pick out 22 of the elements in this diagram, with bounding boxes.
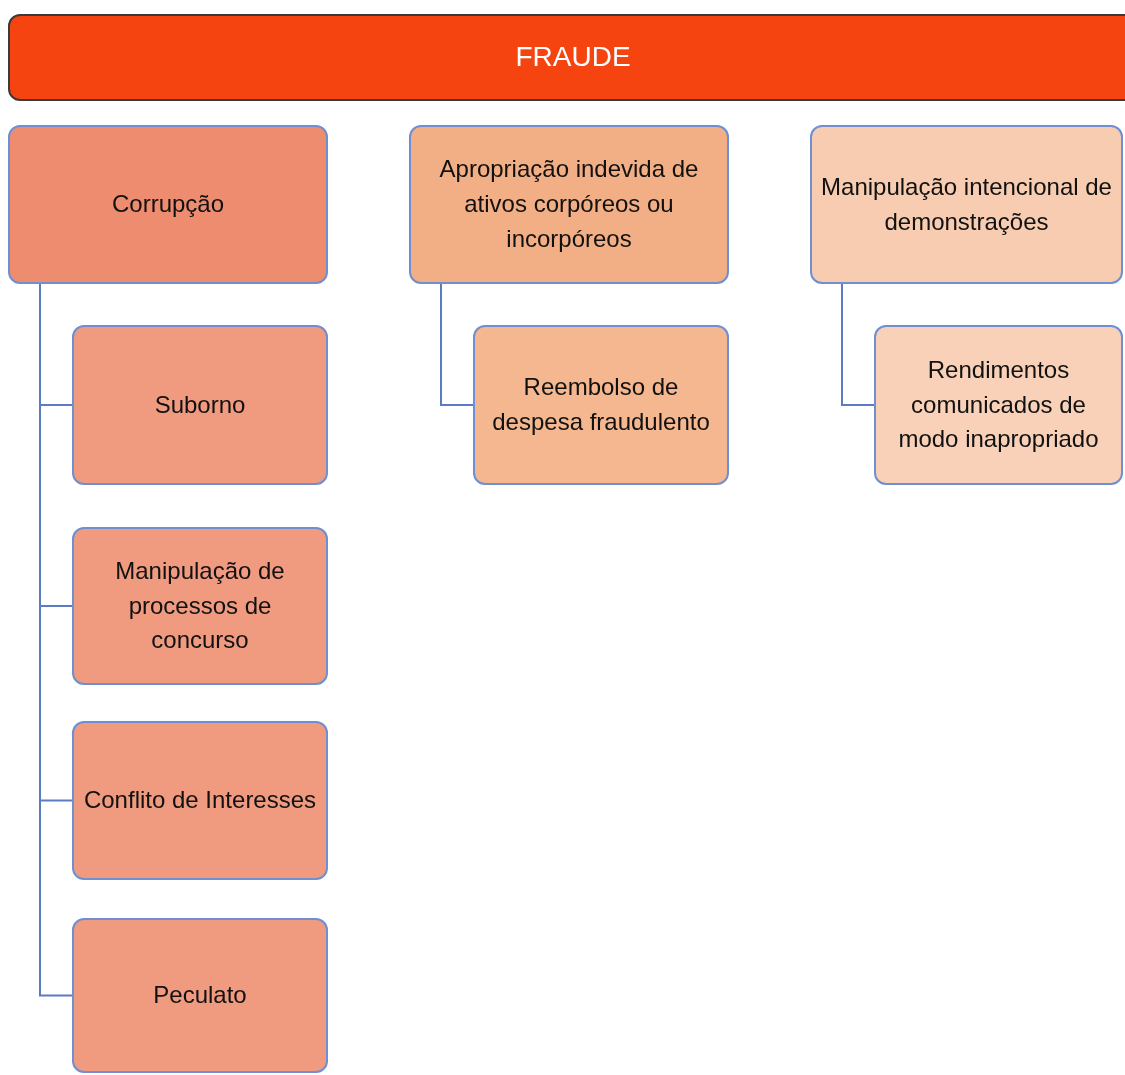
category-box (409, 125, 729, 284)
connector-line (440, 283, 474, 406)
category-box (810, 125, 1123, 284)
node-label: FRAUDE (515, 40, 631, 75)
node-label: Manipulação intencional de demonstrações (820, 171, 1113, 237)
category-box (8, 125, 328, 284)
category-box (874, 325, 1123, 485)
category-box (72, 325, 328, 485)
category-box (72, 527, 328, 685)
node-label: Reembolso de despesa fraudulento (491, 372, 711, 437)
node-label: Manipulação de processos de concurso (114, 555, 286, 656)
title-banner (8, 14, 1125, 101)
category-box (72, 918, 328, 1073)
node-label: Suborno (154, 389, 246, 420)
node-label: Apropriação indevida de ativos corpóreos ou incorpóreos (438, 154, 700, 254)
category-box (473, 325, 729, 485)
node-label: Peculato (153, 980, 247, 1011)
node-label: Conflito de Interesses (83, 785, 317, 816)
connector-line (841, 283, 875, 406)
category-box (72, 721, 328, 880)
node-label: Rendimentos comunicados de modo inapropriado (897, 354, 1100, 455)
node-label: Corrupção (111, 189, 225, 220)
